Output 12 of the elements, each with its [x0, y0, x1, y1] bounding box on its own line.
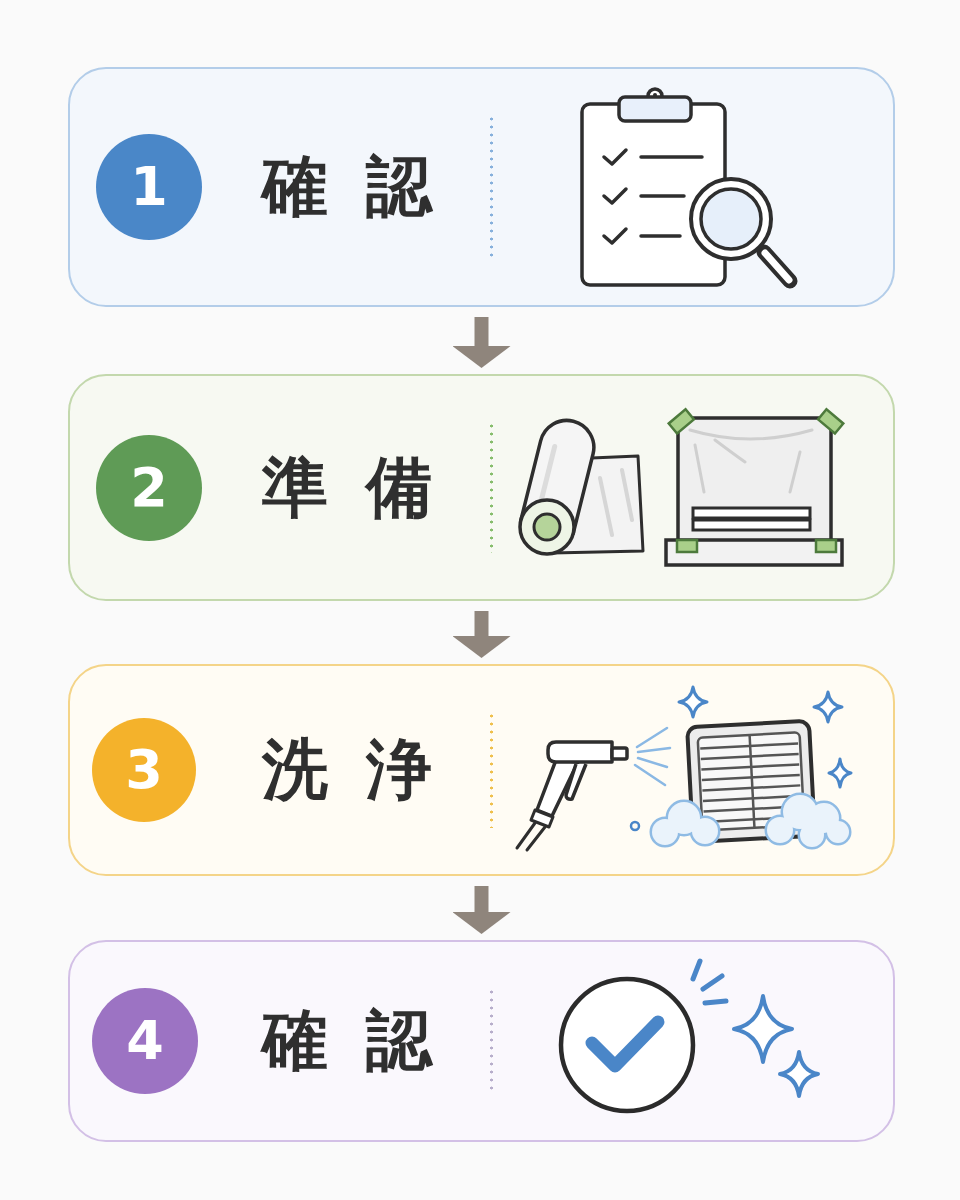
step-number-circle: 2 [96, 434, 202, 541]
step-title: 確認 [262, 150, 471, 224]
step-card [68, 67, 895, 307]
step-title: 確認 [262, 1004, 471, 1078]
step-title: 準備 [262, 451, 471, 524]
step-number-circle: 4 [92, 988, 198, 1094]
step-card [68, 664, 895, 876]
step-number-circle: 1 [96, 134, 202, 240]
step-number-circle: 3 [92, 718, 196, 822]
step-card [68, 374, 895, 601]
step-title: 洗浄 [262, 733, 471, 807]
step-card [68, 940, 895, 1142]
